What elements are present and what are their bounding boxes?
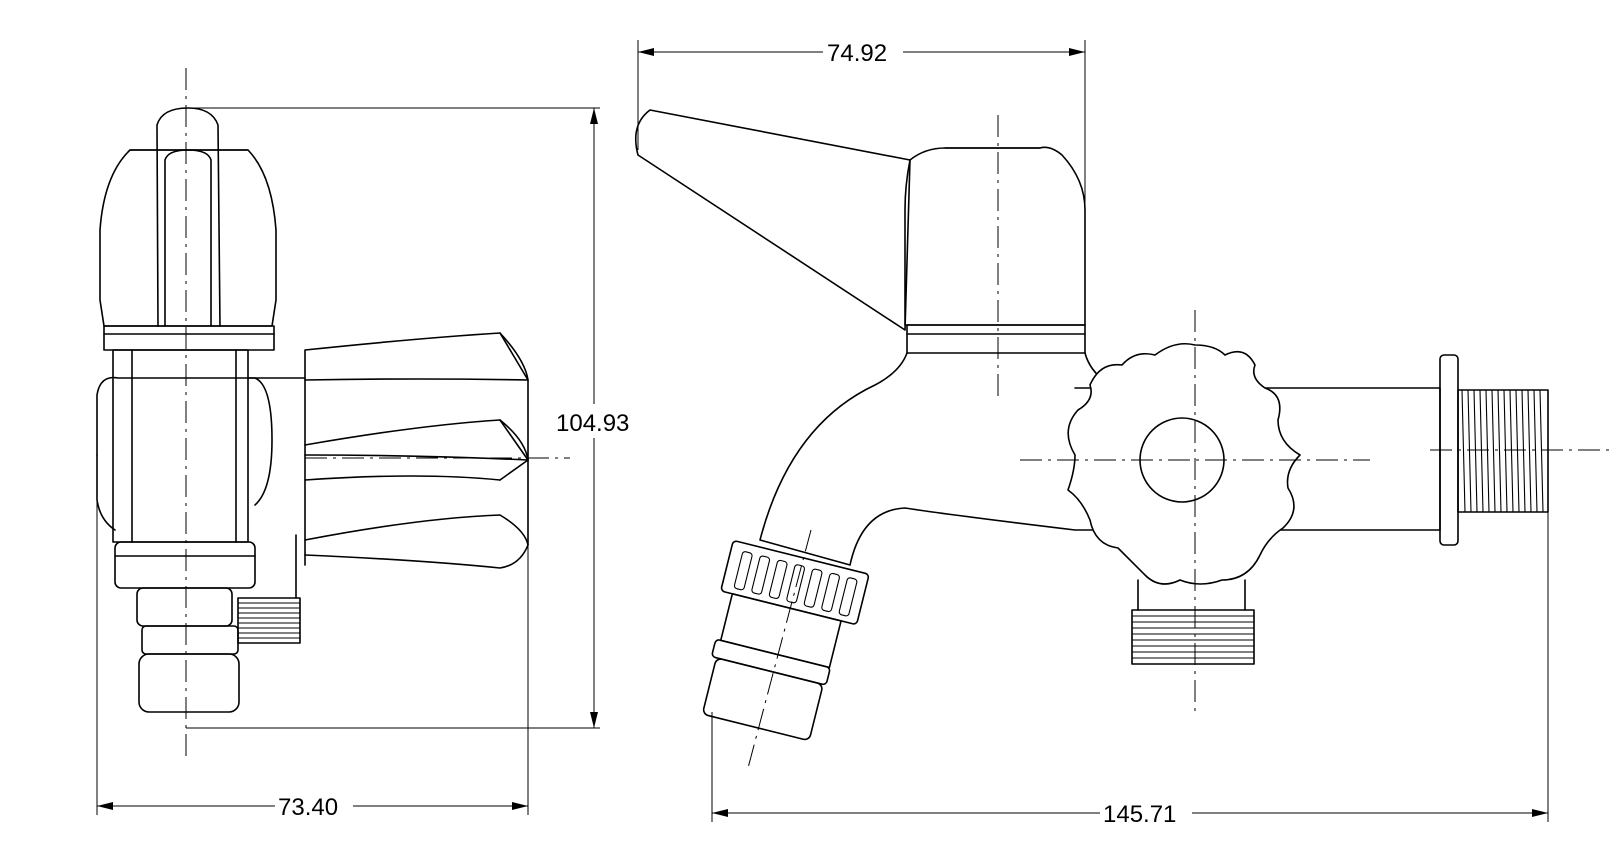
front-view: [634, 109, 1615, 769]
dimension-label-145-71: 145.71: [1103, 801, 1176, 828]
dimension-front-lever: 74.92: [637, 36, 1086, 325]
side-view-outlet-ring: [136, 587, 233, 627]
dimension-side-width: 73.40: [96, 455, 529, 822]
side-view-collar: [103, 325, 275, 351]
front-view-collar: [906, 324, 1086, 354]
dimension-label-73-40: 73.40: [278, 794, 338, 821]
dimension-side-height: 104.93: [186, 107, 648, 729]
front-view-thread-right: [1457, 389, 1549, 513]
side-view-outlet-tip: [138, 653, 240, 713]
front-view-hose-connector: [702, 540, 870, 741]
front-view-knob: [1067, 342, 1301, 585]
dimension-front-length: 145.71: [711, 512, 1549, 829]
front-view-lever: [634, 109, 911, 331]
side-view-head: [99, 149, 277, 327]
front-view-head: [904, 146, 1086, 326]
side-view-thread: [237, 597, 301, 644]
side-view-hub: [96, 376, 273, 506]
dimension-label-74-92: 74.92: [827, 40, 887, 67]
dimension-label-104-93: 104.93: [556, 410, 629, 437]
side-view-knob: [304, 332, 529, 381]
side-view-nut: [114, 541, 256, 589]
side-view: [96, 68, 570, 756]
side-view-outlet: [141, 625, 239, 655]
front-view-thread-bottom: [1131, 609, 1255, 665]
front-view-body: [759, 352, 1441, 566]
